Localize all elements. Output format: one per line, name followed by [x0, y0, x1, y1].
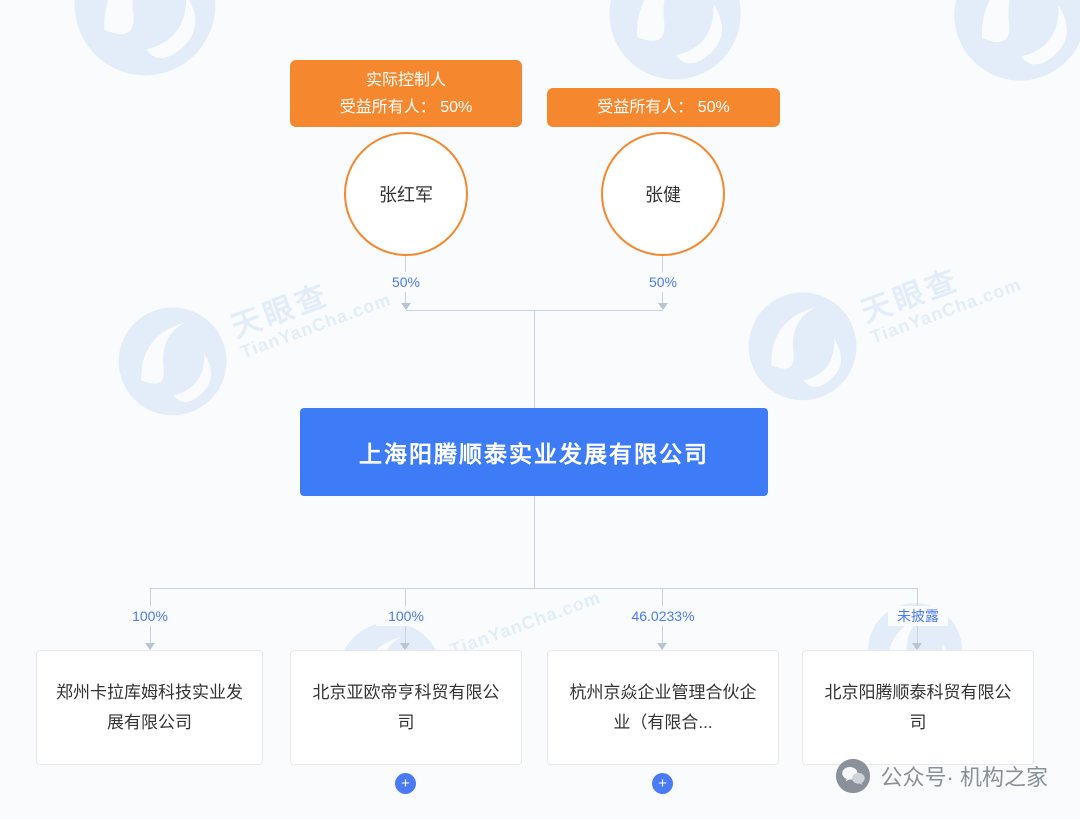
share-percent-label: 46.0233%	[618, 606, 708, 626]
badge-line: 实际控制人	[365, 71, 446, 89]
connector-line	[150, 588, 918, 589]
wechat-account-label: 公众号· 机构之家	[880, 765, 1048, 790]
connector-arrow-icon	[400, 643, 410, 650]
watermark-brand-text: 天眼查	[226, 278, 335, 345]
shareholder-node[interactable]: 张健	[601, 132, 725, 256]
share-percent-label: 100%	[120, 606, 180, 626]
subsidiary-node[interactable]: 郑州卡拉库姆科技实业发展有限公司	[36, 650, 263, 765]
share-percent-label: 50%	[376, 272, 436, 292]
subsidiary-node[interactable]: 杭州京焱企业管理合伙企业（有限合...	[547, 650, 779, 765]
watermark-domain-text: TianYanCha.com	[867, 274, 1024, 348]
expand-button[interactable]: +	[652, 773, 673, 794]
tianyancha-watermark	[930, 0, 1080, 105]
watermark-brand-text: 天眼查	[856, 263, 965, 330]
connector-arrow-icon	[145, 643, 155, 650]
connector-arrow-icon	[657, 643, 667, 650]
tianyancha-logo-icon	[74, 0, 216, 76]
subsidiary-name: 北京亚欧帝亨科贸有限公司	[312, 682, 500, 732]
shareholder-name: 张红军	[379, 185, 433, 205]
subsidiary-node[interactable]: 北京亚欧帝亨科贸有限公司	[290, 650, 522, 765]
connector-arrow-icon	[401, 303, 411, 310]
beneficiary-badge: 受益所有人： 50%	[547, 88, 780, 127]
subsidiary-name: 郑州卡拉库姆科技实业发展有限公司	[56, 682, 243, 732]
plus-icon: +	[658, 775, 667, 792]
company-name: 上海阳腾顺泰实业发展有限公司	[359, 441, 709, 467]
connector-line	[534, 310, 535, 408]
share-percent-label: 未披露	[888, 606, 948, 626]
connector-arrow-icon	[658, 303, 668, 310]
shareholder-node[interactable]: 张红军	[344, 132, 468, 256]
expand-button[interactable]: +	[395, 773, 416, 794]
actual-controller-badge: 实际控制人 受益所有人： 50%	[290, 60, 522, 127]
plus-icon: +	[401, 775, 410, 792]
tianyancha-logo-icon	[118, 307, 227, 416]
subsidiary-name: 杭州京焱企业管理合伙企业（有限合...	[569, 682, 757, 732]
subsidiary-node[interactable]: 北京阳腾顺泰科贸有限公司	[802, 650, 1034, 765]
connector-arrow-icon	[912, 643, 922, 650]
watermark-domain-text: TianYanCha.com	[237, 289, 394, 363]
tianyancha-watermark: 天眼查 TianYanCha.com	[729, 215, 1035, 420]
connector-line	[534, 496, 535, 588]
share-percent-label: 50%	[633, 272, 693, 292]
tianyancha-watermark	[49, 0, 241, 101]
wechat-icon	[835, 758, 870, 794]
badge-line: 受益所有人： 50%	[597, 99, 730, 116]
subsidiary-name: 北京阳腾顺泰科贸有限公司	[824, 682, 1012, 732]
shareholder-name: 张健	[645, 185, 681, 205]
wechat-credit: 公众号· 机构之家	[835, 758, 1048, 794]
share-percent-label: 100%	[376, 606, 436, 626]
tianyancha-logo-icon	[954, 0, 1080, 81]
company-node[interactable]: 上海阳腾顺泰实业发展有限公司	[300, 408, 768, 496]
tianyancha-logo-icon	[748, 292, 857, 401]
tianyancha-watermark: 天眼查 TianYanCha.com	[99, 230, 405, 435]
badge-line: 受益所有人： 50%	[339, 98, 473, 116]
